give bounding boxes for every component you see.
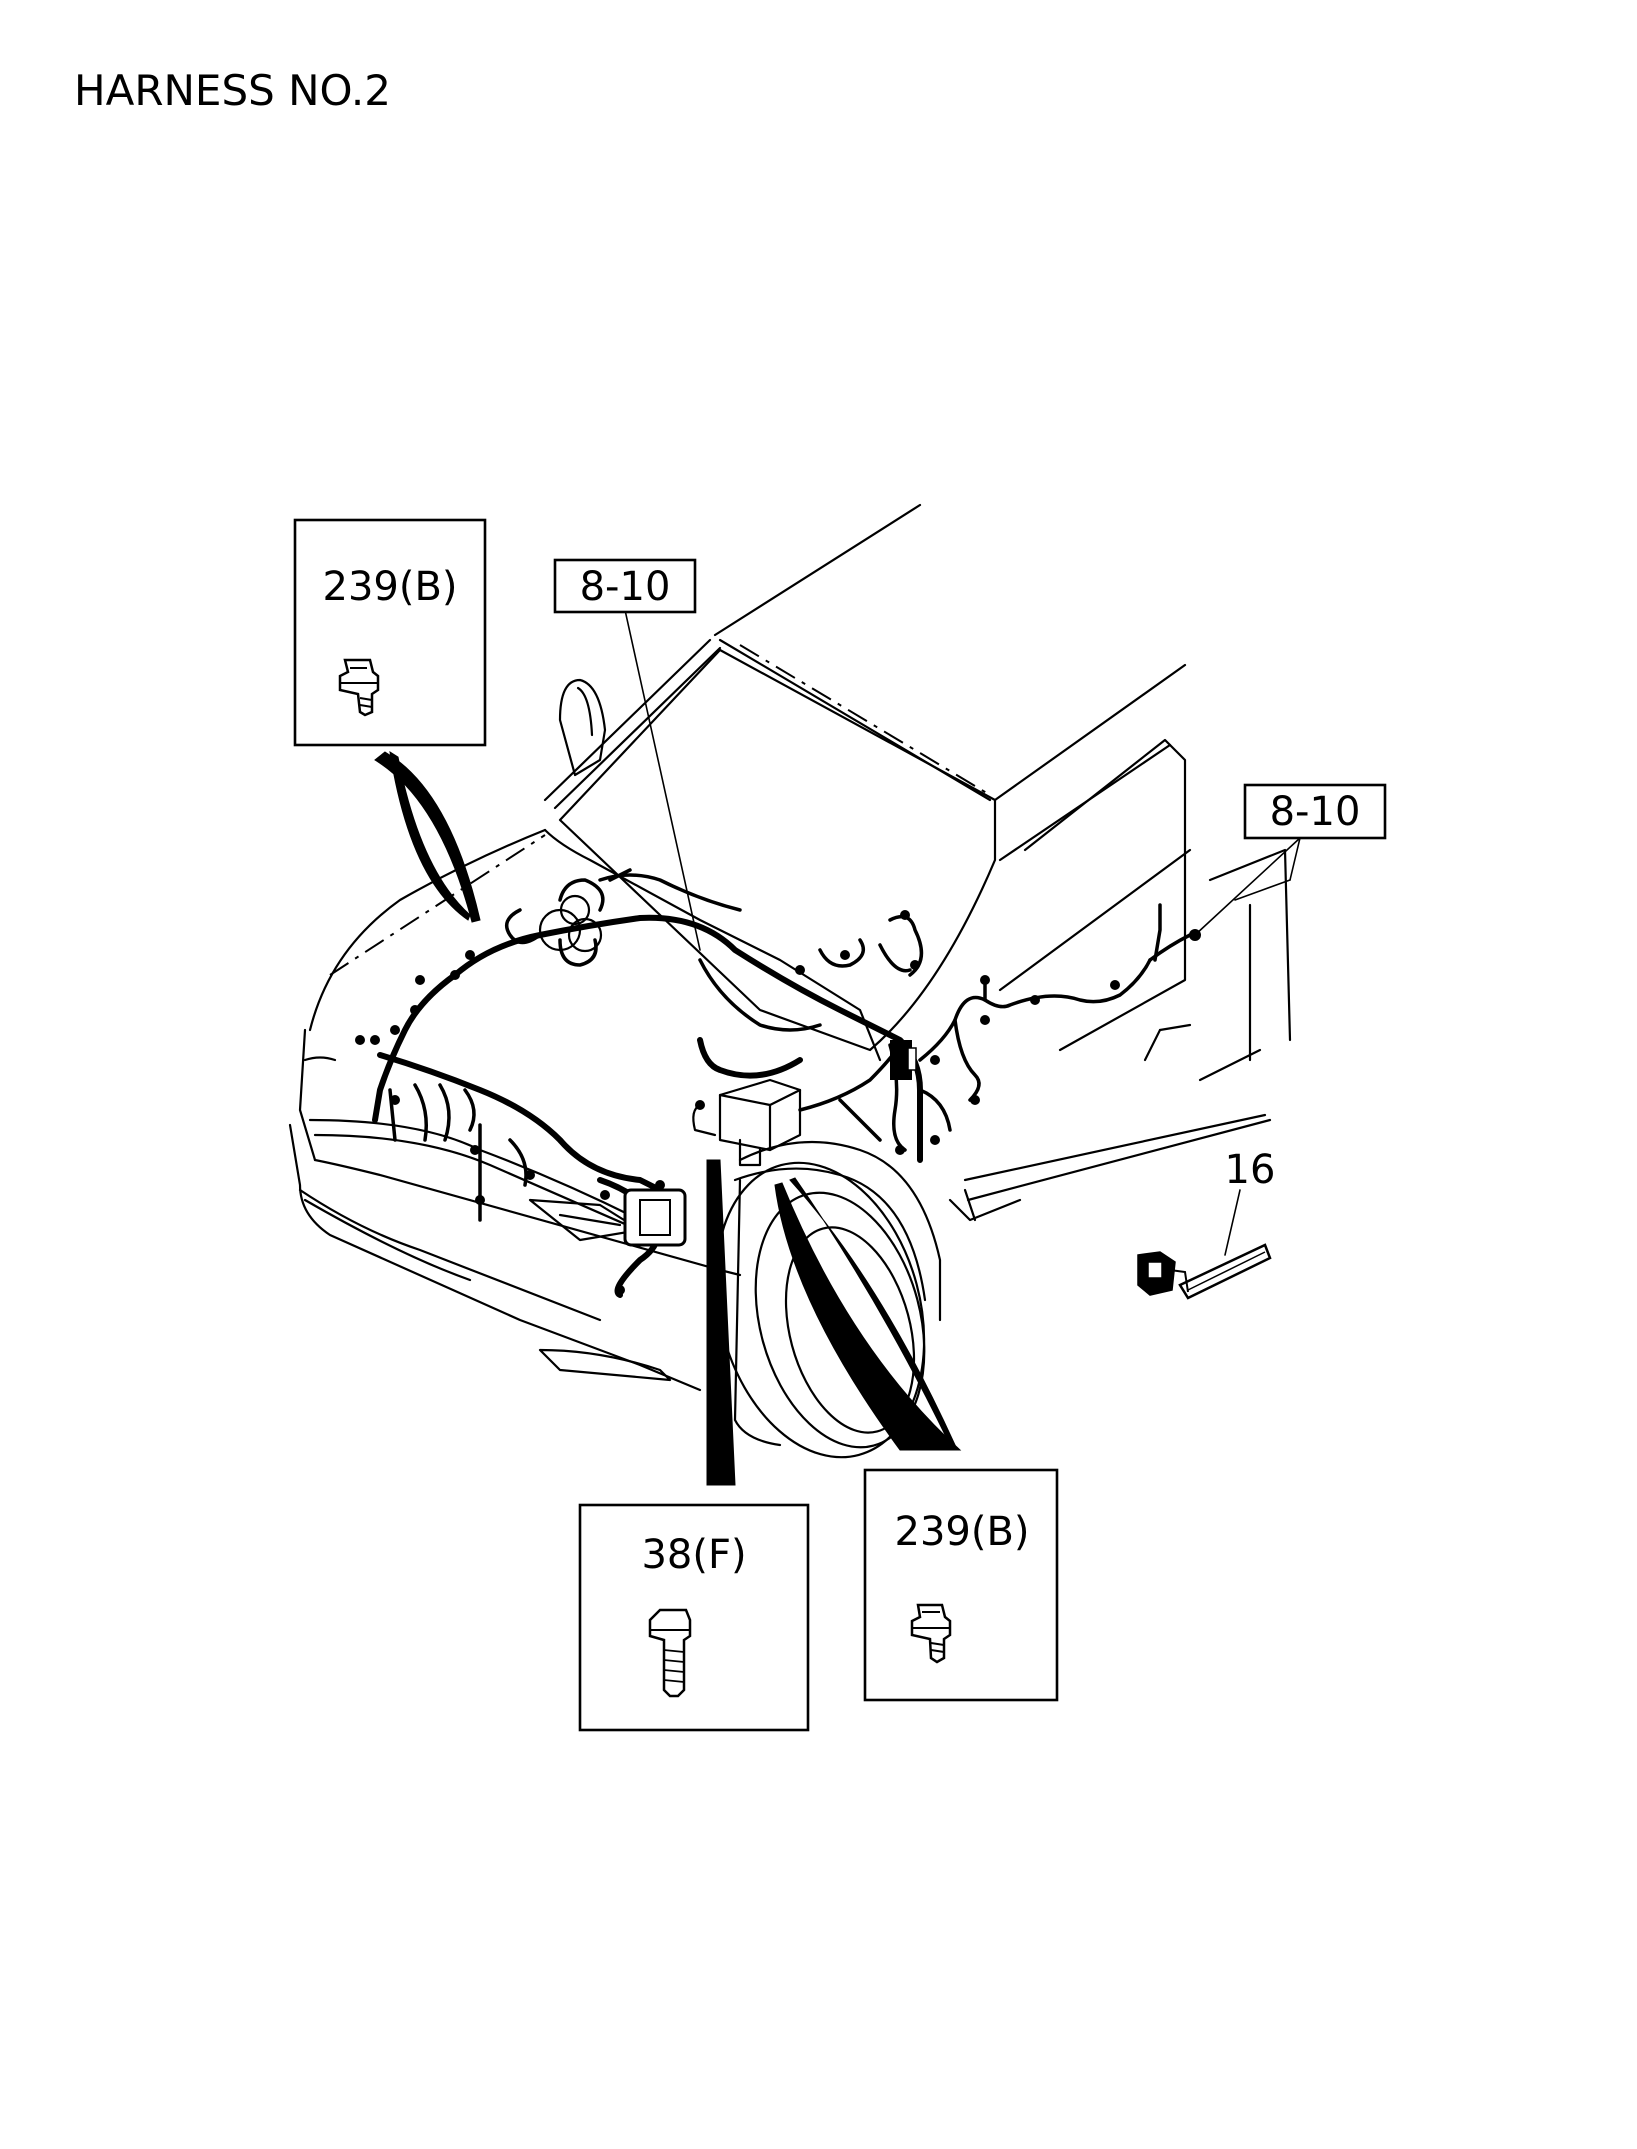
callout-ref-8-10-right[interactable]: 8-10 (1243, 783, 1387, 840)
flange-bolt-icon (648, 1608, 692, 1698)
pointer-wedges (374, 750, 962, 1486)
callout-label-239b-top: 239(B) (323, 564, 458, 610)
callout-16: 16 (1137, 1147, 1276, 1300)
callout-box-239b-top: 239(B) (293, 518, 487, 747)
ref-label-8-10-right: 8-10 (1270, 789, 1361, 835)
page-title: HARNESS NO.2 (74, 66, 391, 115)
callout-label-239b-bottom: 239(B) (895, 1509, 1030, 1555)
callout-label-38f: 38(F) (641, 1532, 746, 1578)
flange-bolt-icon (910, 1603, 952, 1664)
callout-box-239b-bottom: 239(B) (863, 1468, 1059, 1702)
harness-connector-icon (1137, 1243, 1272, 1300)
flange-bolt-icon (338, 658, 380, 717)
callout-ref-8-10-top[interactable]: 8-10 (553, 558, 697, 614)
callout-box-38f: 38(F) (578, 1503, 810, 1732)
ref-label-8-10-top: 8-10 (580, 564, 671, 610)
vehicle-outline (288, 503, 1292, 1459)
part-label-16: 16 (1225, 1147, 1276, 1193)
wire-harness (355, 868, 1201, 1298)
